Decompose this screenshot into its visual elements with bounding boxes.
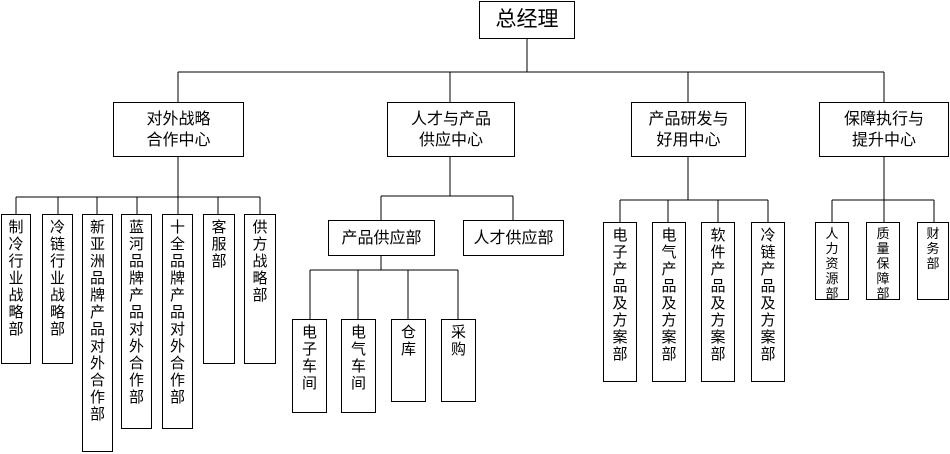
unit-finance: 财务部 [917,222,949,300]
unit-coldchain-strategy: 冷链行业战略部 [42,214,73,364]
unit-label: 电子产品及方案部 [612,226,628,363]
unit-label: 客服部 [211,218,227,270]
unit-label: 电气产品及方案部 [661,226,677,363]
center-talent-product-supply: 人才与产品 供应中心 [387,102,515,157]
unit-new-asia-cooperation: 新亚洲品牌产品对外合作部 [82,214,113,452]
unit-purchasing: 采购 [441,319,476,402]
unit-electrical-products: 电气产品及方案部 [652,222,686,382]
unit-label: 冷链产品及方案部 [760,226,776,363]
unit-electrical-workshop: 电气车间 [341,319,376,413]
unit-label: 仓库 [400,323,416,358]
root-node: 总经理 [479,1,575,39]
unit-human-resources: 人力资源部 [815,222,849,302]
unit-label: 新亚洲品牌产品对外合作部 [89,218,105,423]
unit-label: 供方战略部 [252,218,268,304]
unit-shiquan-cooperation: 十全品牌产品对外合作部 [162,214,193,429]
unit-software-products: 软件产品及方案部 [701,222,735,382]
unit-label: 软件产品及方案部 [710,226,726,363]
unit-electronics-workshop: 电子车间 [292,319,327,413]
root-label: 总经理 [495,7,559,32]
dept-talent-supply: 人才供应部 [463,220,564,256]
unit-quality-assurance: 质量保障部 [866,222,900,302]
unit-coldchain-products: 冷链产品及方案部 [751,222,785,382]
unit-customer-service: 客服部 [203,214,235,364]
unit-label: 人力资源部 [825,227,839,302]
unit-label: 制冷行业战略部 [8,218,24,338]
unit-refrigeration-strategy: 制冷行业战略部 [1,214,31,364]
unit-label: 电气车间 [350,323,366,392]
center-label: 产品研发与 好用中心 [648,108,729,149]
center-label: 人才与产品 供应中心 [410,108,491,149]
center-label: 对外战略 合作中心 [146,108,211,149]
unit-supplier-strategy: 供方战略部 [244,214,276,364]
unit-label: 十全品牌产品对外合作部 [169,218,185,406]
unit-label: 质量保障部 [876,227,890,302]
center-product-rd: 产品研发与 好用中心 [631,102,746,157]
unit-label: 蓝河品牌产品对外合作部 [128,218,144,406]
unit-lanhe-cooperation: 蓝河品牌产品对外合作部 [121,214,152,429]
center-label: 保障执行与 提升中心 [843,108,924,149]
unit-label: 财务部 [926,227,940,272]
unit-label: 冷链行业战略部 [49,218,65,338]
dept-product-supply: 产品供应部 [328,220,435,256]
center-support-execution: 保障执行与 提升中心 [819,102,949,157]
dept-label: 人才供应部 [473,227,554,247]
unit-electronic-products: 电子产品及方案部 [603,222,637,382]
unit-label: 采购 [450,323,466,358]
dept-label: 产品供应部 [341,227,422,247]
unit-warehouse: 仓库 [391,319,426,402]
unit-label: 电子车间 [301,323,317,392]
center-external-strategy: 对外战略 合作中心 [113,102,244,157]
